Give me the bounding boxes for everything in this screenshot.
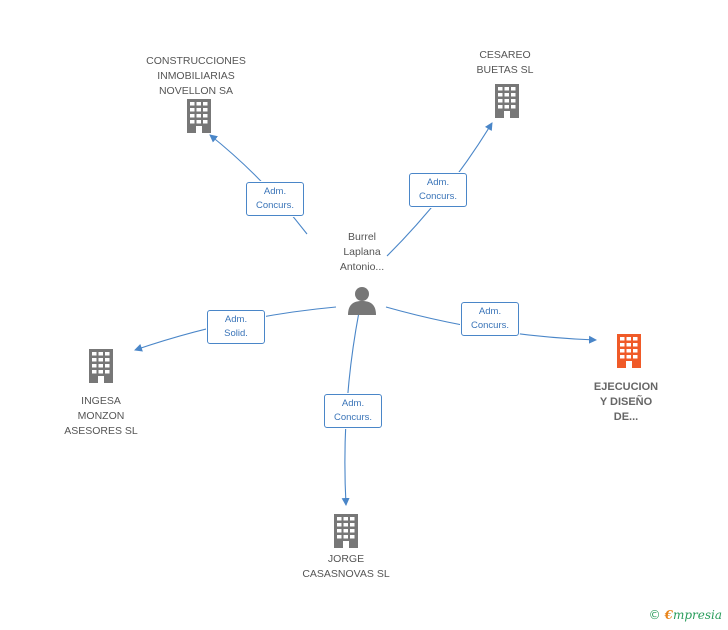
brand-name: mpresia bbox=[672, 608, 722, 622]
company-name-construcciones[interactable]: CONSTRUCCIONES INMOBILIARIAS NOVELLON SA bbox=[146, 55, 246, 97]
empresia-watermark: ©€mpresia bbox=[649, 608, 722, 622]
center-person-name[interactable]: Burrel Laplana Antonio... bbox=[339, 231, 385, 273]
building-icon[interactable] bbox=[331, 514, 361, 553]
company-name-ejecucion[interactable]: EJECUCION Y DISEÑO DE... bbox=[593, 381, 659, 423]
copyright-icon: © bbox=[648, 608, 661, 622]
building-icon[interactable] bbox=[614, 334, 644, 373]
relation-tag-ejecucion: Adm. Concurs. bbox=[461, 302, 519, 336]
relation-tag-ingesa: Adm. Solid. bbox=[207, 310, 265, 344]
building-icon[interactable] bbox=[492, 84, 522, 123]
relation-tag-construcciones: Adm. Concurs. bbox=[246, 182, 304, 216]
person-icon[interactable] bbox=[347, 285, 377, 320]
edge-construcciones bbox=[209, 134, 308, 235]
company-name-jorge[interactable]: JORGE CASASNOVAS SL bbox=[302, 553, 390, 580]
company-name-cesareo[interactable]: CESAREO BUETAS SL bbox=[476, 49, 534, 76]
brand-initial: € bbox=[664, 608, 673, 622]
company-name-ingesa[interactable]: INGESA MONZON ASESORES SL bbox=[64, 395, 138, 437]
building-icon[interactable] bbox=[86, 349, 116, 388]
relation-tag-cesareo: Adm. Concurs. bbox=[409, 173, 467, 207]
relation-tag-jorge: Adm. Concurs. bbox=[324, 394, 382, 428]
building-icon[interactable] bbox=[184, 99, 214, 138]
